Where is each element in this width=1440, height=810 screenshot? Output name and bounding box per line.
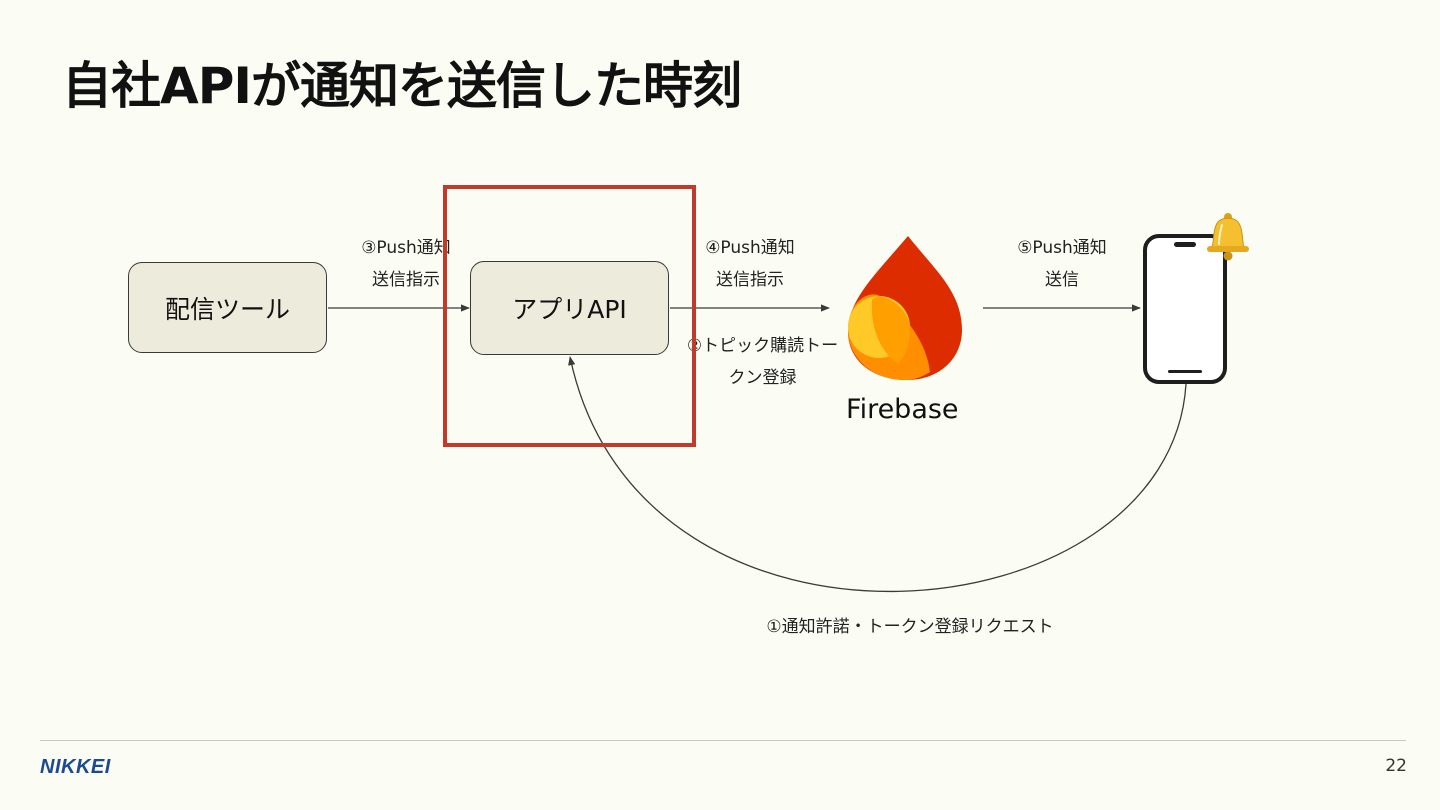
edge-label-step2: ②トピック購読トー クン登録 — [686, 336, 839, 388]
firebase-flame-icon — [848, 236, 962, 380]
app-api-highlight-box — [443, 185, 696, 447]
arrow-phone-to-api — [568, 356, 1187, 593]
app-api-node: アプリAPI — [470, 261, 669, 355]
nikkei-logo: NIKKEI — [40, 756, 111, 778]
edge-label-step1: ①通知許諾・トークン登録リクエスト — [766, 617, 1054, 637]
firebase-label: Firebase — [846, 394, 959, 425]
slide-title: 自社APIが通知を送信した時刻 — [62, 57, 742, 115]
edge-label-step3: ③Push通知 送信指示 — [361, 238, 451, 290]
delivery-tool-label: 配信ツール — [164, 294, 290, 324]
app-api-label: アプリAPI — [512, 295, 627, 324]
delivery-tool-node: 配信ツール — [128, 262, 327, 353]
bell-icon — [1207, 213, 1249, 261]
smartphone-icon — [1143, 234, 1227, 384]
edge-label-step5: ⑤Push通知 送信 — [1017, 238, 1107, 290]
page-number: 22 — [1385, 756, 1407, 776]
footer-divider — [40, 740, 1406, 741]
edge-label-step4: ④Push通知 送信指示 — [705, 238, 795, 290]
